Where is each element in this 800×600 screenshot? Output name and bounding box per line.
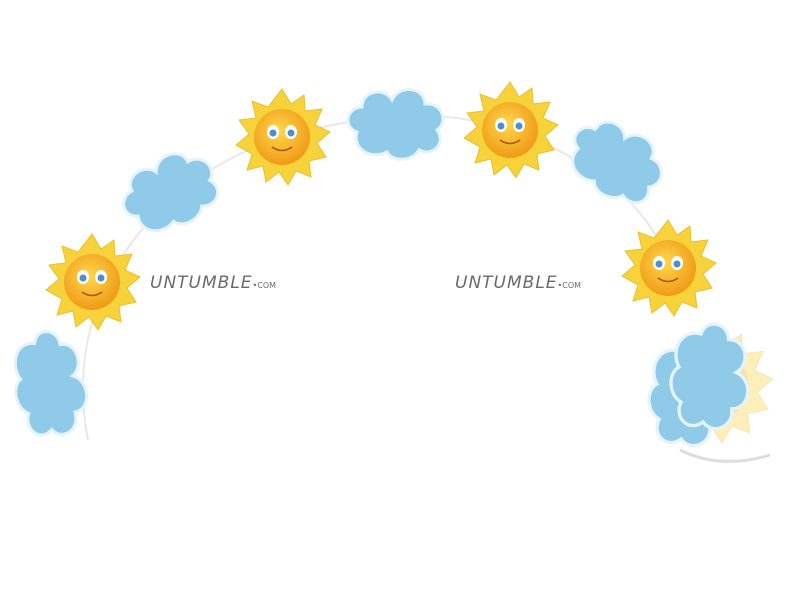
sun-cutout [235,88,331,186]
watermark-suffix: •COM [252,281,277,290]
watermark-brand: UNTUMBLE [455,273,558,293]
watermark-brand: UNTUMBLE [150,273,253,293]
watermark-left: UNTUMBLE•COM [150,273,276,293]
cloud-cutout [555,105,676,217]
cloud-cutout [110,139,229,247]
folded-garland-stack [647,322,774,463]
watermark-center: UNTUMBLE•COM [455,273,581,293]
cloud-cutout [4,324,95,443]
sun-cutout [45,233,141,331]
sun-cutout [621,219,717,317]
watermark-suffix: •COM [557,281,582,290]
sun-cutout [463,81,559,179]
cloud-cutout [346,87,445,161]
